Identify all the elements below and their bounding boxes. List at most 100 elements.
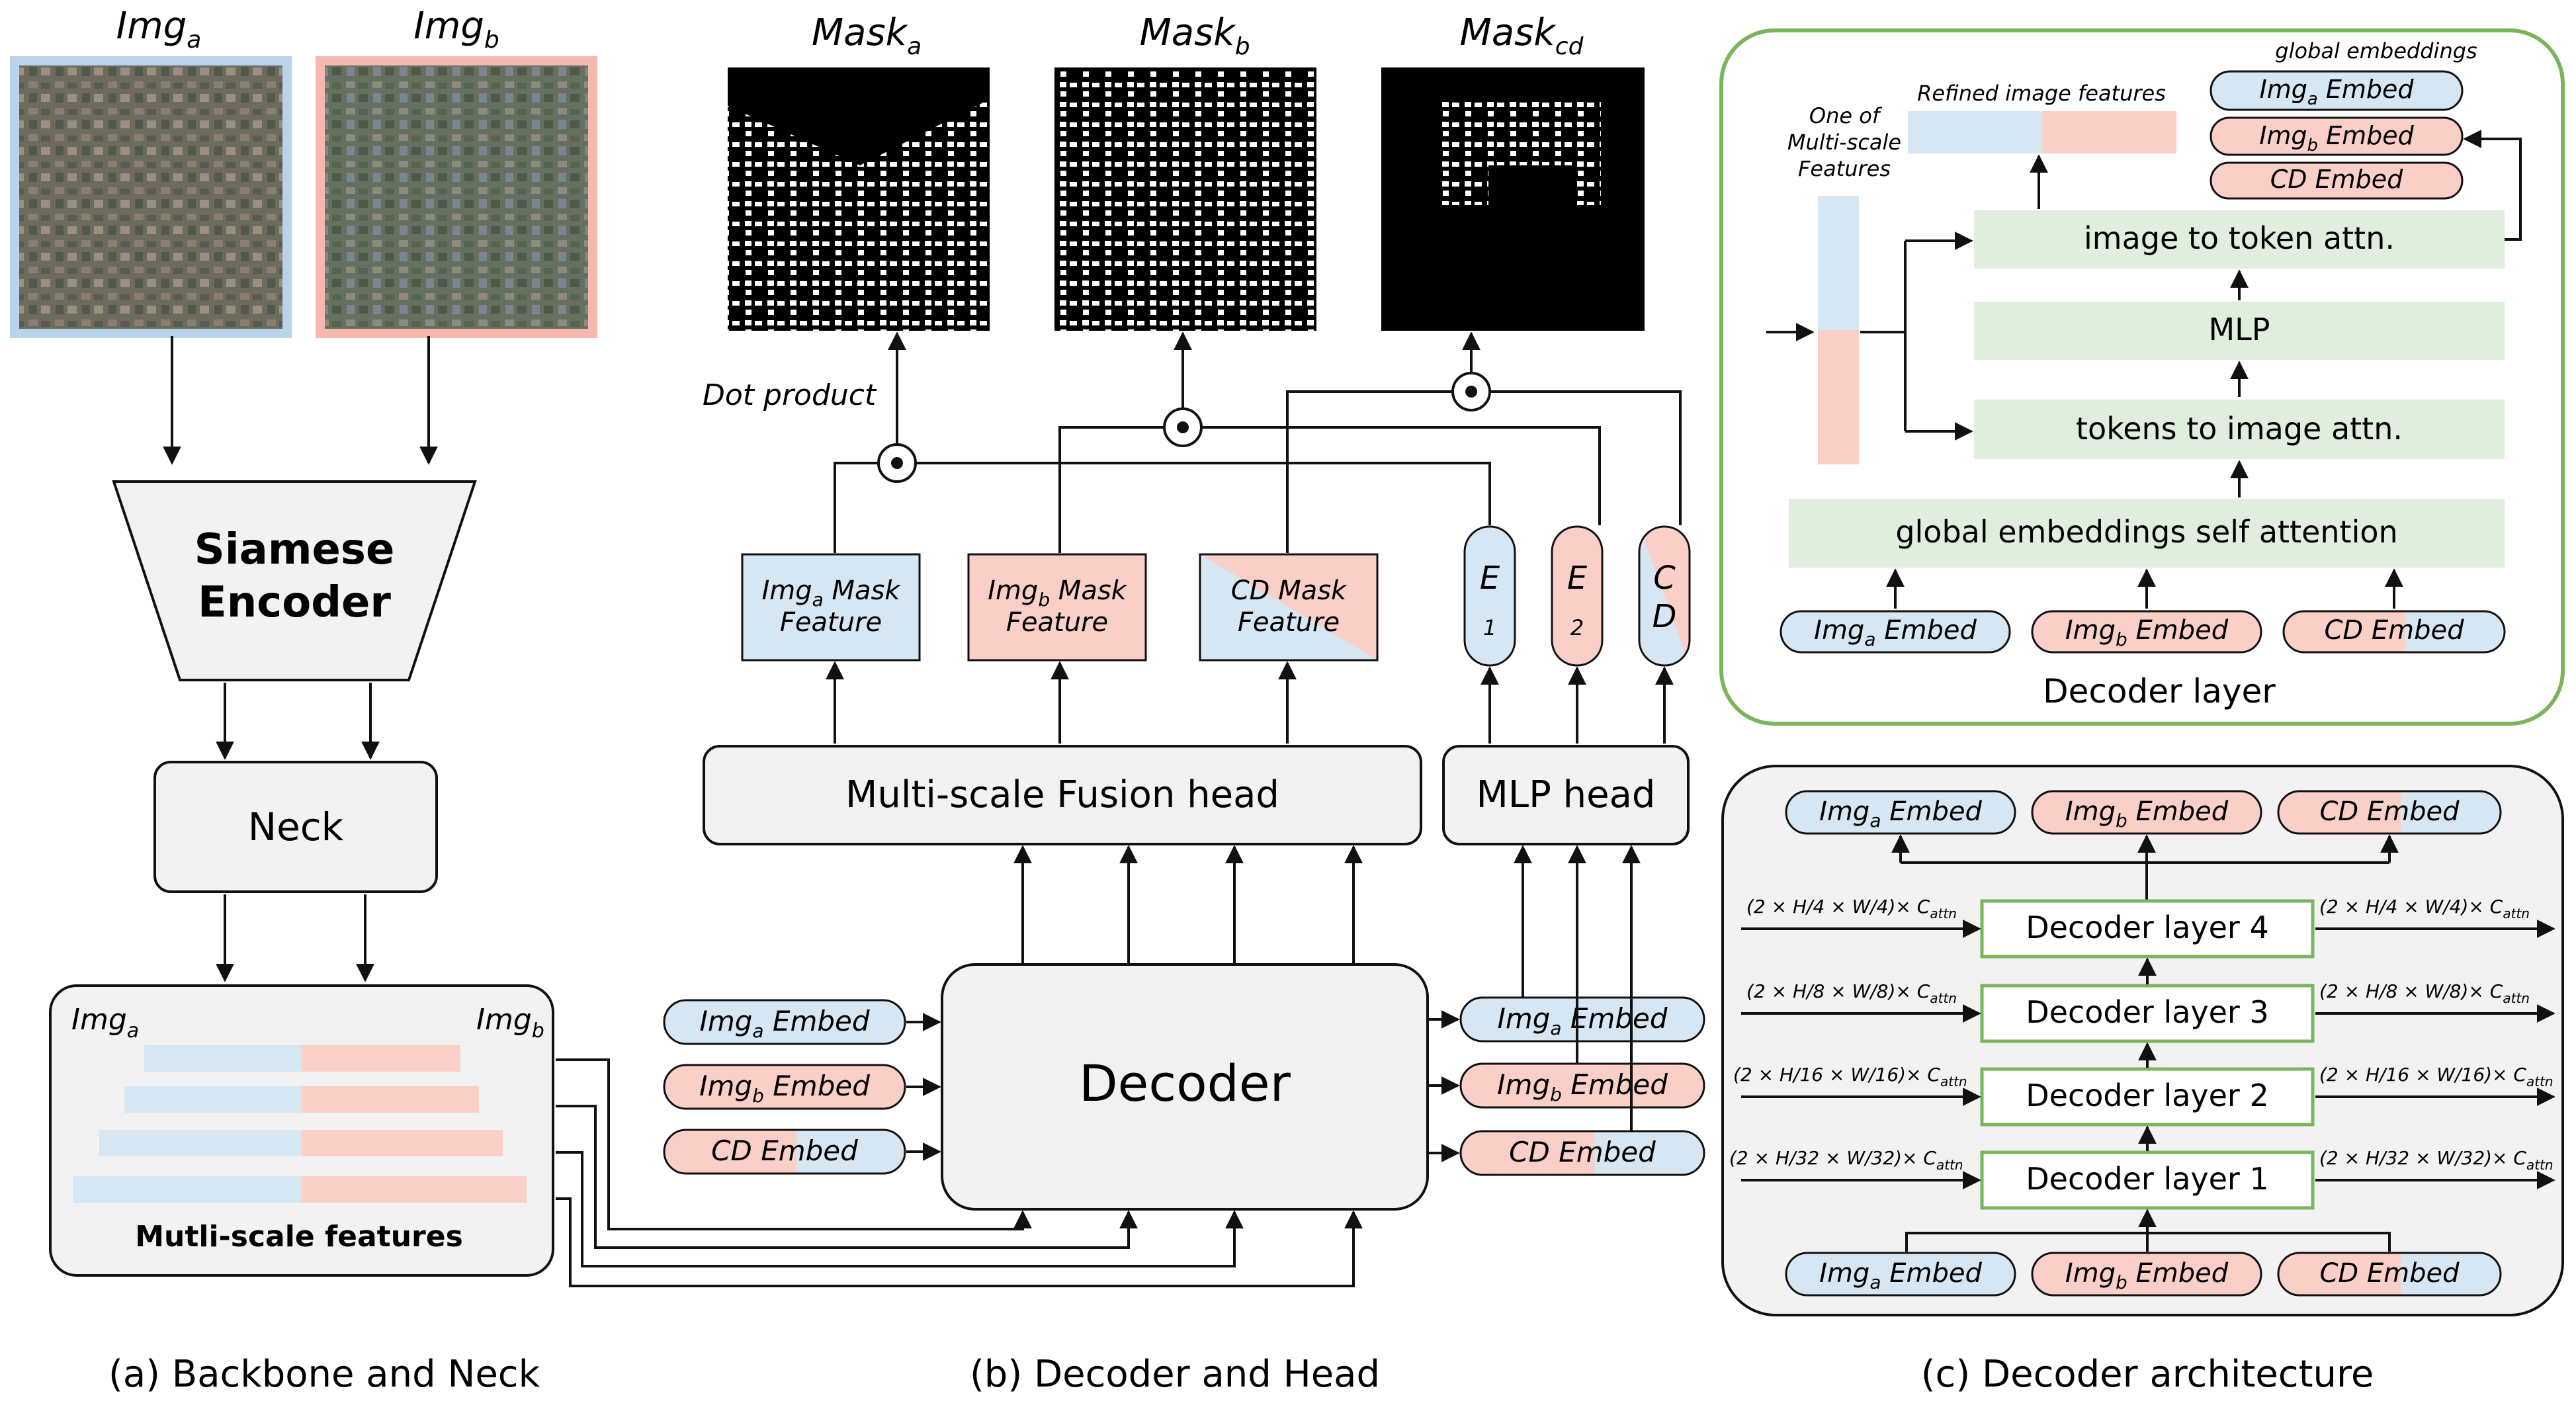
image-to-token-attn: [1974, 210, 2505, 269]
features-caption: Mutli-scale features: [135, 1220, 463, 1254]
feature-bar-2-a: [124, 1086, 302, 1113]
layer-input-img-a-label: Imga Embed: [1814, 615, 1977, 650]
mask-b-title: Maskb: [1139, 11, 1250, 60]
global-embed-cd: [2210, 161, 2464, 200]
token-e2-top: E: [1567, 560, 1588, 597]
output-embed-img-a: [1459, 996, 1705, 1043]
token-e2: [1551, 525, 1604, 667]
mask-a-title: Maska: [812, 11, 922, 60]
img-b-title: Imgb: [413, 5, 499, 54]
stack-in-img-b-label: Imgb Embed: [2065, 1258, 2229, 1293]
token-e1: [1463, 525, 1516, 667]
multiscale-fusion-head: [703, 745, 1422, 845]
stack-in-img-a: [1785, 1252, 2016, 1297]
stack-out-cd-label: CD Embed: [2319, 796, 2460, 827]
mlp-head: [1442, 745, 1690, 845]
decoder-layer-4-label: Decoder layer 4: [2026, 910, 2268, 945]
dim-in-4: (2 × H/4 × W/4)× Cattn: [1746, 896, 1957, 921]
dim-in-2: (2 × H/16 × W/16)× Cattn: [1733, 1064, 1967, 1090]
decoder-layer-1: [1980, 1150, 2315, 1210]
token-e1-top: E: [1480, 560, 1500, 597]
stack-out-img-b-label: Imgb Embed: [2065, 796, 2229, 832]
panel-c-decoder-stack: Imga Embed Imgb Embed CD Embed Decoder l…: [1721, 765, 2564, 1396]
stack-out-cd: [2277, 790, 2502, 835]
dim-in-1: (2 × H/32 × W/32)× Cattn: [1729, 1147, 1963, 1173]
output-embed-cd: [1459, 1130, 1705, 1176]
feature-bar-4-b: [302, 1176, 527, 1203]
refined-features-label: Refined image features: [1917, 81, 2166, 106]
dot-product-label: Dot product: [703, 378, 877, 412]
img-a-title: Imga: [116, 5, 202, 54]
caption-c: (c) Decoder architecture: [1921, 1353, 2374, 1396]
decoder-layer-2-label: Decoder layer 2: [2026, 1078, 2268, 1113]
dim-out-2: (2 × H/16 × W/16)× Cattn: [2319, 1064, 2554, 1090]
stack-in-cd: [2277, 1252, 2502, 1297]
global-self-attention: [1789, 499, 2505, 568]
input-embed-img-b: [663, 1064, 906, 1110]
satellite-image-b: [316, 56, 597, 338]
img-a-mask-feature-label-1: Imga Mask: [761, 576, 901, 611]
refined-features-bar: [1908, 111, 2176, 153]
tokens-to-image-attn-label: tokens to image attn.: [2076, 411, 2403, 447]
output-embed-img-b-label: Imgb Embed: [1497, 1068, 1668, 1105]
stack-out-img-a-label: Imga Embed: [1819, 796, 1982, 832]
decoder-layer-3-label: Decoder layer 3: [2026, 994, 2268, 1030]
image-to-token-attn-label: image to token attn.: [2084, 220, 2395, 256]
token-cd-top: C: [1653, 560, 1676, 597]
dim-in-3: (2 × H/8 × W/8)× Cattn: [1746, 980, 1957, 1006]
feature-bar-1-b: [302, 1045, 460, 1072]
token-cd: [1638, 525, 1691, 667]
stack-out-img-b: [2031, 790, 2262, 835]
fusion-head-label: Multi-scale Fusion head: [845, 773, 1279, 816]
encoder-label-2: Encoder: [198, 578, 391, 627]
img-a-mask-feature: [741, 553, 921, 662]
mask-cd-title: Maskcd: [1460, 11, 1584, 60]
caption-b: (b) Decoder and Head: [970, 1353, 1380, 1396]
output-embed-img-b: [1459, 1062, 1705, 1109]
token-e1-bot: 1: [1483, 615, 1496, 640]
layer-input-cd: [2282, 610, 2506, 654]
feature-bar-2-b: [302, 1086, 479, 1113]
decoder-box: [941, 963, 1429, 1211]
stack-in-img-b: [2031, 1252, 2262, 1297]
global-embed-img-b: [2210, 116, 2464, 156]
panel-c-decoder-layer: global embeddings Imga Embed Imgb Embed …: [1719, 28, 2565, 726]
mlp-block-label: MLP: [2208, 312, 2270, 347]
input-embed-img-b-label: Imgb Embed: [699, 1070, 870, 1107]
siamese-encoder: [112, 480, 477, 681]
global-embed-cd-label: CD Embed: [2270, 165, 2403, 194]
decoder-layer-title: Decoder layer: [2043, 672, 2276, 710]
neck-box: [153, 761, 438, 893]
feature-column: [1818, 196, 1859, 464]
feature-bar-1-a: [144, 1045, 302, 1072]
layer-input-cd-label: CD Embed: [2324, 615, 2464, 646]
cd-mask-feature-label-2: Feature: [1238, 607, 1340, 638]
img-b-mask-feature-label-2: Feature: [1006, 607, 1108, 638]
panel-b: Maska Maskb Maskcd Dot product Imga Mask…: [556, 11, 1705, 1396]
input-embed-cd-label: CD Embed: [711, 1135, 858, 1167]
input-embed-img-a-label: Imga Embed: [699, 1005, 869, 1042]
global-embeddings-label: global embeddings: [2275, 38, 2477, 64]
stack-in-cd-label: CD Embed: [2319, 1258, 2460, 1289]
img-b-mask-feature-label-1: Imgb Mask: [988, 576, 1128, 611]
decoder-label: Decoder: [1079, 1054, 1291, 1113]
cd-mask-feature-label-1: CD Mask: [1231, 576, 1348, 606]
panel-a: Imga Imgb Siamese Encoder Neck Imga Imgb…: [10, 5, 597, 1396]
feature-bar-4-a: [73, 1176, 302, 1203]
output-embed-cd-label: CD Embed: [1509, 1136, 1656, 1168]
img-b-mask-feature: [967, 553, 1147, 662]
token-e2-bot: 2: [1570, 615, 1584, 640]
cd-mask-feature: [1199, 553, 1379, 662]
stack-out-img-a: [1785, 790, 2016, 835]
features-label-b: Imgb: [476, 1003, 544, 1043]
neck-label: Neck: [248, 804, 344, 849]
stack-in-img-a-label: Imga Embed: [1819, 1258, 1982, 1293]
one-of-line-2: Multi-scale: [1787, 130, 1901, 155]
caption-a: (a) Backbone and Neck: [108, 1353, 540, 1396]
one-of-line-1: One of: [1809, 103, 1883, 128]
features-label-a: Imga: [71, 1003, 139, 1043]
global-embed-img-b-label: Imgb Embed: [2259, 121, 2414, 155]
layer-input-img-b: [2031, 610, 2262, 654]
one-of-line-3: Features: [1798, 156, 1891, 181]
